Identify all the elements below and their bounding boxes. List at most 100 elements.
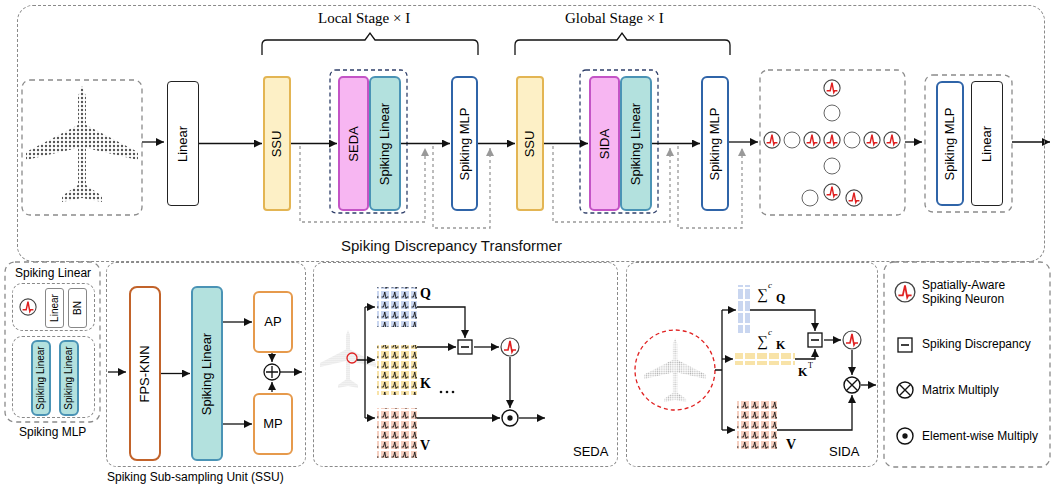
matrix-label: V (786, 437, 796, 452)
linear-box: Linear (167, 81, 199, 206)
bn-box: BN (68, 288, 88, 328)
node-heading: Spiking Sub-sampling Unit (SSU) (107, 471, 284, 485)
figure-stroke (750, 310, 815, 331)
figure-stroke (824, 158, 840, 174)
figure-stroke (417, 307, 465, 338)
spike-graph (764, 80, 900, 206)
ap-box: AP (253, 291, 293, 353)
spiking-mlp-box: Spiking MLP (936, 81, 964, 206)
figure-stroke (824, 339, 841, 340)
sida-panel: SIDA (626, 262, 878, 467)
figure-stroke (320, 330, 376, 388)
figure-stroke (377, 408, 417, 458)
figure-stroke (844, 132, 860, 148)
matrix-label: K (776, 339, 785, 352)
figure-stroke (884, 132, 900, 148)
figure-stroke (824, 132, 840, 148)
figure-stroke (861, 384, 876, 385)
figure-stroke (635, 330, 715, 410)
node-label: Spiking Linear (63, 346, 75, 409)
linear-box: Linear (971, 81, 1003, 206)
node-label: Linear (980, 125, 995, 161)
figure-stroke (898, 338, 912, 352)
matrix-label: ∑ (757, 333, 768, 350)
flow-arrow (199, 143, 262, 144)
sida-box: SIDA (589, 76, 620, 211)
bracket (262, 33, 478, 55)
figure-stroke (808, 333, 822, 347)
figure-stroke (905, 141, 922, 142)
figure-stroke (417, 346, 456, 347)
legend-text: Spatially-Aware Spiking Neuron (922, 278, 1044, 307)
node-label: Spiking Linear (200, 332, 215, 414)
figure-stroke (804, 132, 820, 148)
legend-panel (884, 262, 1050, 467)
seda-figure (320, 287, 545, 458)
matrix-label: V (420, 438, 430, 453)
figure-stroke (897, 382, 913, 398)
node-label: Spiking MLP (708, 107, 723, 180)
matrix-label: K (420, 376, 431, 391)
node-label: Linear (176, 125, 191, 161)
figure-stroke (377, 287, 417, 327)
flow-arrow (223, 423, 252, 424)
input-frame (22, 80, 142, 215)
group-frame (925, 75, 1012, 212)
figure-stroke (764, 132, 780, 148)
figure-stroke (737, 400, 777, 450)
figure-stroke (884, 262, 1050, 467)
node-label: SIDA (597, 128, 612, 158)
node-label: FPS-KNN (138, 345, 153, 402)
graph-frame (760, 70, 905, 215)
figure-stroke (735, 353, 795, 365)
node-label: MP (263, 417, 283, 432)
figure-stroke (644, 338, 706, 402)
matrix-label: ∑ (757, 286, 768, 303)
node-heading: SIDA (829, 445, 859, 460)
flow-arrow (478, 143, 515, 144)
mp-box: MP (253, 393, 293, 455)
figure-stroke (377, 345, 417, 395)
figure-stroke (722, 358, 733, 359)
figure-stroke (458, 340, 472, 354)
group-frame (330, 70, 407, 213)
spiking-linear-box: Spiking Linear (620, 76, 652, 211)
node-label: Spiking MLP (457, 107, 472, 180)
node-heading: Spiking MLP (19, 426, 86, 440)
figure-stroke (846, 190, 862, 206)
figure-stroke (440, 391, 443, 394)
figure-stroke (844, 377, 860, 393)
figure-stroke (824, 184, 840, 200)
flow-arrow (652, 143, 700, 144)
figure-stroke (264, 364, 280, 380)
figure-stroke (365, 306, 375, 307)
figure-stroke (347, 353, 357, 363)
flow-arrow (291, 143, 337, 144)
figure-stroke (722, 309, 736, 310)
figure-stroke (519, 417, 545, 418)
figure-stroke (271, 352, 272, 362)
figure-stroke (851, 350, 852, 375)
flow-arrow (223, 321, 252, 322)
figure-stroke (715, 310, 722, 430)
figure-stroke (271, 382, 272, 392)
node-label: SEDA (346, 126, 361, 161)
figure-stroke (357, 307, 365, 418)
figure-stroke (895, 282, 915, 302)
airplane-points (26, 86, 138, 202)
figure-stroke (280, 371, 302, 372)
figure-stroke (5, 262, 100, 422)
bottom-left (5, 262, 100, 422)
figure-stroke (722, 429, 735, 430)
figure-stroke (824, 105, 840, 121)
figure-stroke (108, 371, 126, 372)
spiking-mlp-box: Spiking MLP (451, 76, 478, 211)
figure-stroke (501, 338, 519, 356)
seda-box: SEDA (338, 76, 369, 211)
node-heading: SEDA (573, 445, 608, 460)
spiking-linear-box: Spiking Linear (59, 340, 79, 416)
fps-knn-box: FPS-KNN (129, 286, 161, 461)
figure-stroke (728, 141, 758, 142)
figure-stroke (897, 428, 913, 444)
node-label: Spiking Linear (629, 102, 644, 184)
